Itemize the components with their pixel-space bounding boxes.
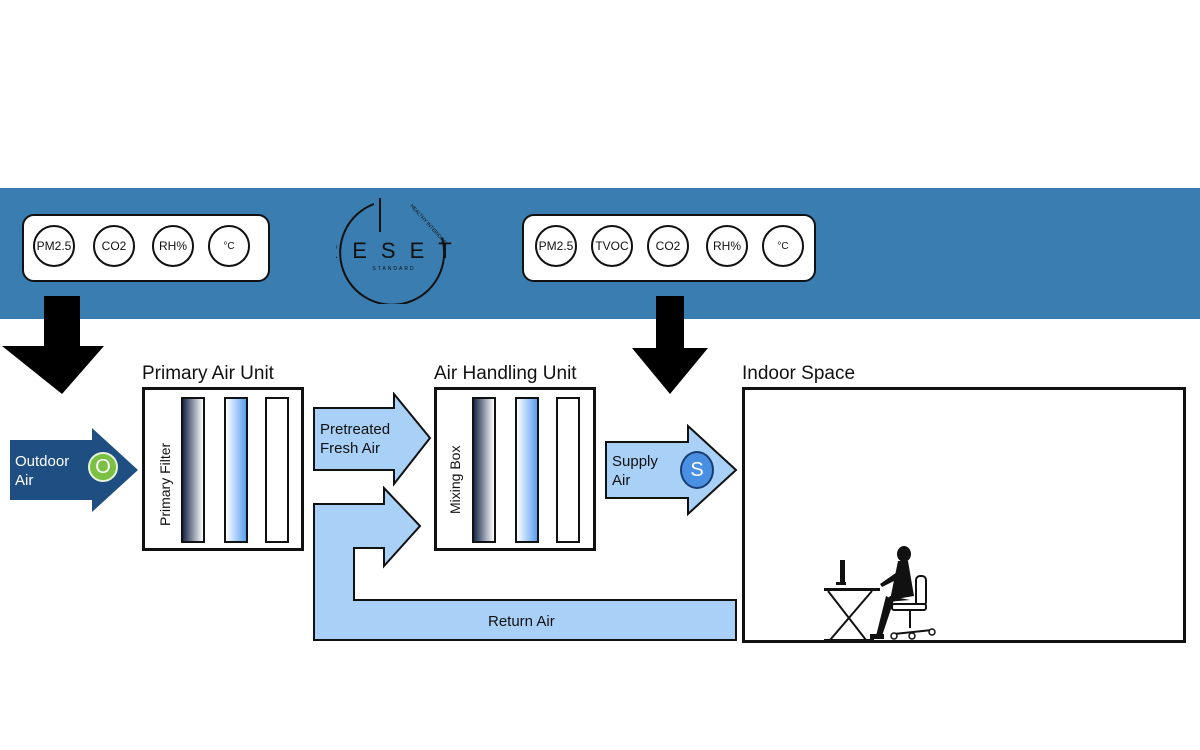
outdoor-sensor-co2: CO2 (93, 225, 135, 267)
outdoor-sensor-temp: °C (208, 225, 250, 267)
indoor-sensor-co2: CO2 (647, 225, 689, 267)
air-handling-unit-title: Air Handling Unit (434, 363, 577, 384)
reset-logo: HEALTHY INTERIORS RESET STANDARD (336, 198, 452, 304)
supply-air-badge: S (680, 451, 714, 489)
indoor-sensor-temp: °C (762, 225, 804, 267)
outdoor-sensor-pm25: PM2.5 (33, 225, 75, 267)
ahu-coil-1 (472, 397, 496, 543)
indoor-space (742, 387, 1186, 643)
indoor-space-title: Indoor Space (742, 363, 856, 384)
ahu-coil-2 (515, 397, 539, 543)
outdoor-air-label: Outdoor Air (15, 453, 70, 489)
outdoor-sensor-rh: RH% (152, 225, 194, 267)
indoor-measure-arrow (632, 296, 708, 394)
pretreated-fresh-air-label: Pretreated Fresh Air (320, 421, 391, 457)
supply-air-arrow (605, 424, 738, 517)
filter-stage-2 (224, 397, 248, 543)
occupant-at-desk-illustration (824, 546, 936, 641)
supply-air-label: Supply Air (612, 453, 658, 489)
primary-air-unit: Primary Filter (142, 387, 304, 551)
filter-stage-3 (265, 397, 289, 543)
primary-filter-label: Primary Filter (157, 442, 173, 526)
filter-stage-1 (181, 397, 205, 543)
indoor-monitor-panel: PM2.5 TVOC CO2 RH% °C (522, 214, 816, 282)
indoor-sensor-pm25: PM2.5 (535, 225, 577, 267)
outdoor-measure-arrow (2, 296, 104, 394)
primary-air-unit-title: Primary Air Unit (142, 363, 274, 384)
ahu-coil-3 (556, 397, 580, 543)
indoor-sensor-tvoc: TVOC (591, 225, 633, 267)
air-handling-unit: Mixing Box (434, 387, 596, 551)
outdoor-monitor-panel: PM2.5 CO2 RH% °C (22, 214, 270, 282)
logo-tagline: STANDARD (372, 266, 415, 272)
outdoor-air-arrow (10, 428, 138, 512)
pretreated-fresh-air-arrow (313, 392, 432, 487)
indoor-sensor-rh: RH% (706, 225, 748, 267)
return-air-arrow (313, 486, 737, 641)
logo-wordmark: RESET (336, 238, 452, 263)
outdoor-air-badge: O (88, 452, 118, 482)
return-air-label: Return Air (488, 613, 555, 630)
